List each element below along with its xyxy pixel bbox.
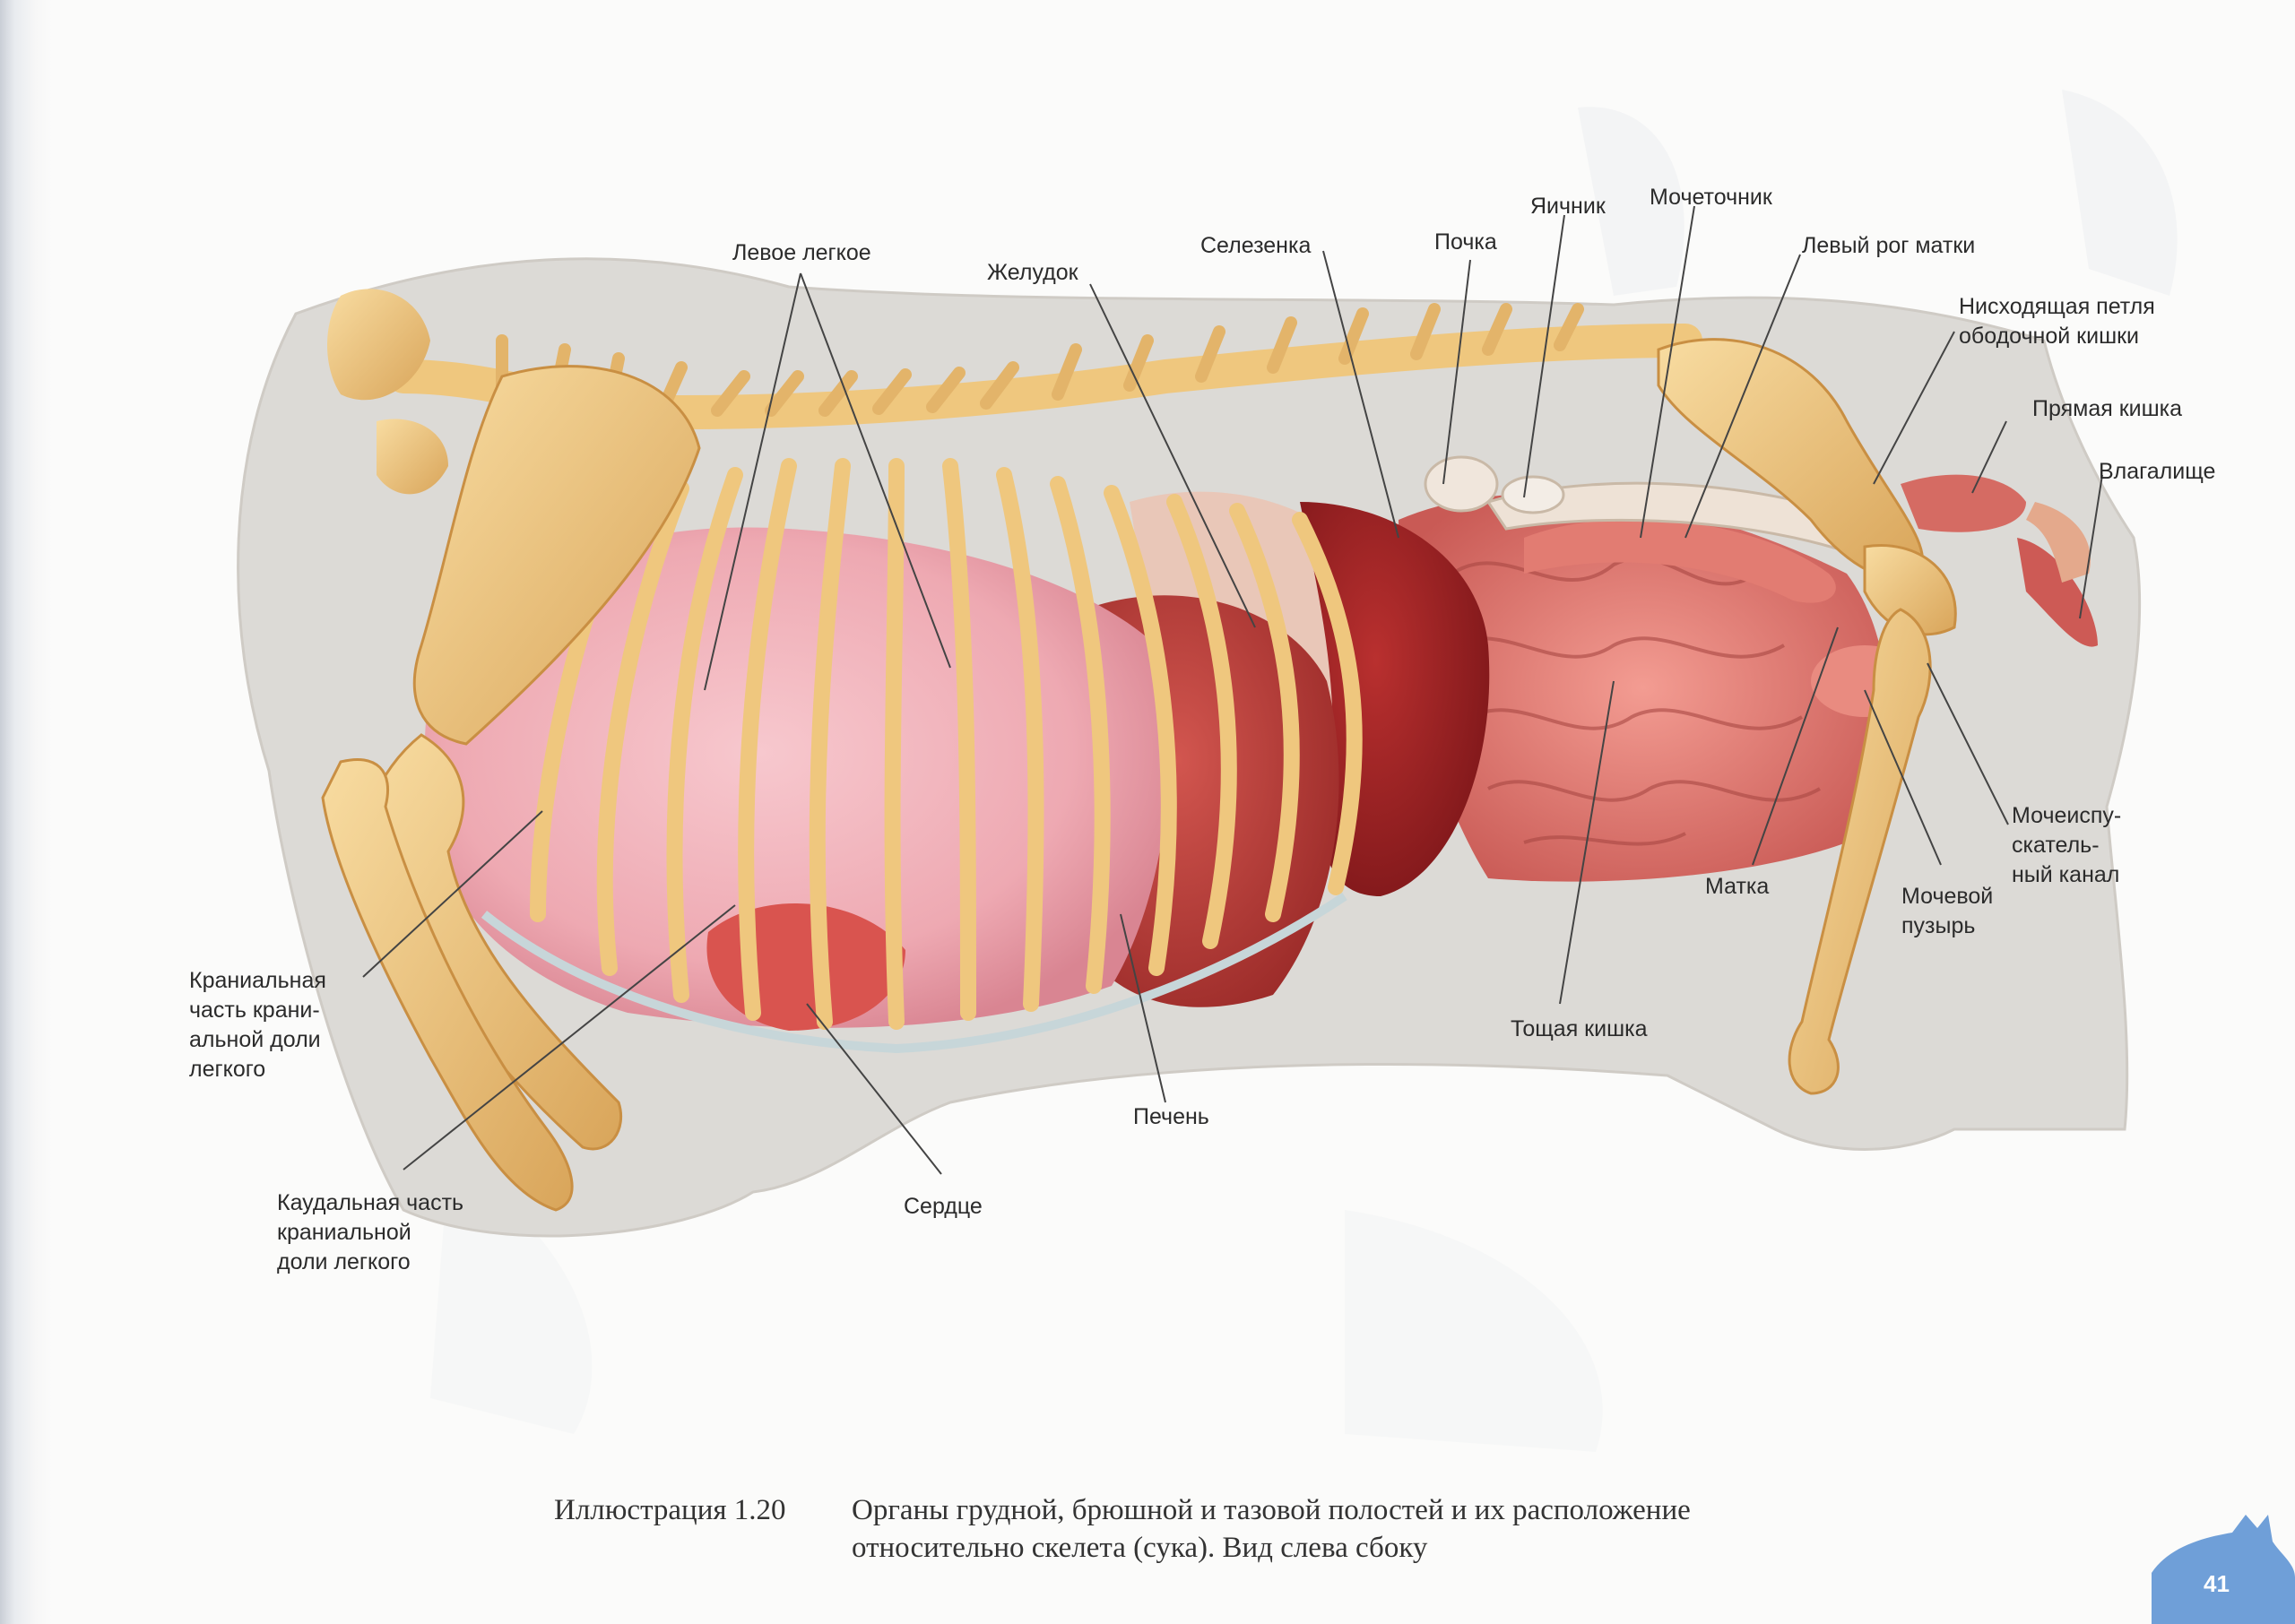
label-caudal-part: Каудальная часть краниальной доли легког…: [277, 1188, 463, 1277]
label-uterus: Матка: [1705, 874, 1770, 899]
label-cranial-part-line: альной доли: [189, 1027, 321, 1052]
label-left-lung: Левое легкое: [732, 240, 871, 265]
tail-stub: [2026, 502, 2091, 583]
label-descending-colon: Нисходящая петля ободочной кишки: [1959, 292, 2155, 351]
label-caudal-part-line: доли легкого: [277, 1249, 411, 1274]
costal-arch: [481, 892, 1347, 1054]
label-caudal-part-line: краниальной: [277, 1220, 411, 1245]
label-cranial-part-line: часть крани-: [189, 998, 320, 1023]
page-number: 41: [2204, 1570, 2230, 1597]
label-stomach: Желудок: [987, 260, 1078, 285]
jejunum-shape: [1399, 494, 1887, 882]
rectum-shape: [1901, 474, 2026, 532]
label-vagina: Влагалище: [2099, 459, 2216, 484]
caption-line: Органы грудной, брюшной и тазовой полост…: [852, 1494, 1691, 1526]
label-ureter: Мочеточник: [1650, 185, 1772, 210]
label-caudal-part-line: Каудальная часть: [277, 1190, 464, 1215]
label-urethra-line: Мочеиспу-: [2012, 803, 2122, 828]
leader-lines: [362, 205, 2103, 1175]
caption-line: относительно скелета (сука). Вид слева с…: [852, 1532, 1428, 1564]
label-spleen: Селезенка: [1200, 233, 1312, 258]
vertebra-processes: [496, 303, 1584, 417]
label-urethra: Мочеиспу- скатель- ный канал: [2012, 801, 2121, 890]
cervical-bones: [327, 289, 430, 401]
label-rectum: Прямая кишка: [2032, 396, 2183, 421]
label-heart: Сердце: [904, 1194, 983, 1219]
ghost-background: [430, 90, 2178, 1452]
ribs: [530, 458, 1363, 1030]
label-bladder-line: Мочевой: [1901, 884, 1994, 909]
caption-number: Иллюстрация 1.20: [554, 1494, 786, 1526]
dog-corner-icon: [2152, 1515, 2295, 1624]
kidney-shape: [1424, 455, 1499, 513]
label-bladder: Мочевой пузырь: [1901, 882, 1993, 941]
label-cranial-part-line: легкого: [189, 1057, 266, 1082]
intestine-loops: [1451, 557, 1821, 846]
label-ovary: Яичник: [1530, 194, 1606, 219]
ovary-shape: [1501, 475, 1565, 514]
label-descending-colon-line: Нисходящая петля: [1959, 294, 2155, 319]
page-binding-edge: [0, 0, 52, 1624]
hindlimb-femur: [1788, 608, 1932, 1095]
label-descending-colon-line: ободочной кишки: [1959, 324, 2140, 349]
label-liver: Печень: [1133, 1104, 1209, 1129]
label-cranial-part-line: Краниальная: [189, 968, 326, 993]
label-kidney: Почка: [1434, 229, 1497, 255]
label-urethra-line: ный канал: [2012, 862, 2120, 887]
label-urethra-line: скатель-: [2012, 833, 2100, 858]
label-bladder-line: пузырь: [1901, 913, 1976, 938]
caption-text: Органы грудной, брюшной и тазовой полост…: [852, 1491, 1691, 1567]
vagina-shape: [2017, 538, 2098, 647]
label-jejunum: Тощая кишка: [1511, 1016, 1648, 1041]
label-left-uterine-horn: Левый рог матки: [1802, 233, 1976, 258]
label-cranial-part: Краниальная часть крани- альной доли лег…: [189, 966, 326, 1084]
scapula: [412, 365, 701, 746]
uterine-horn-shape: [1524, 519, 1836, 603]
